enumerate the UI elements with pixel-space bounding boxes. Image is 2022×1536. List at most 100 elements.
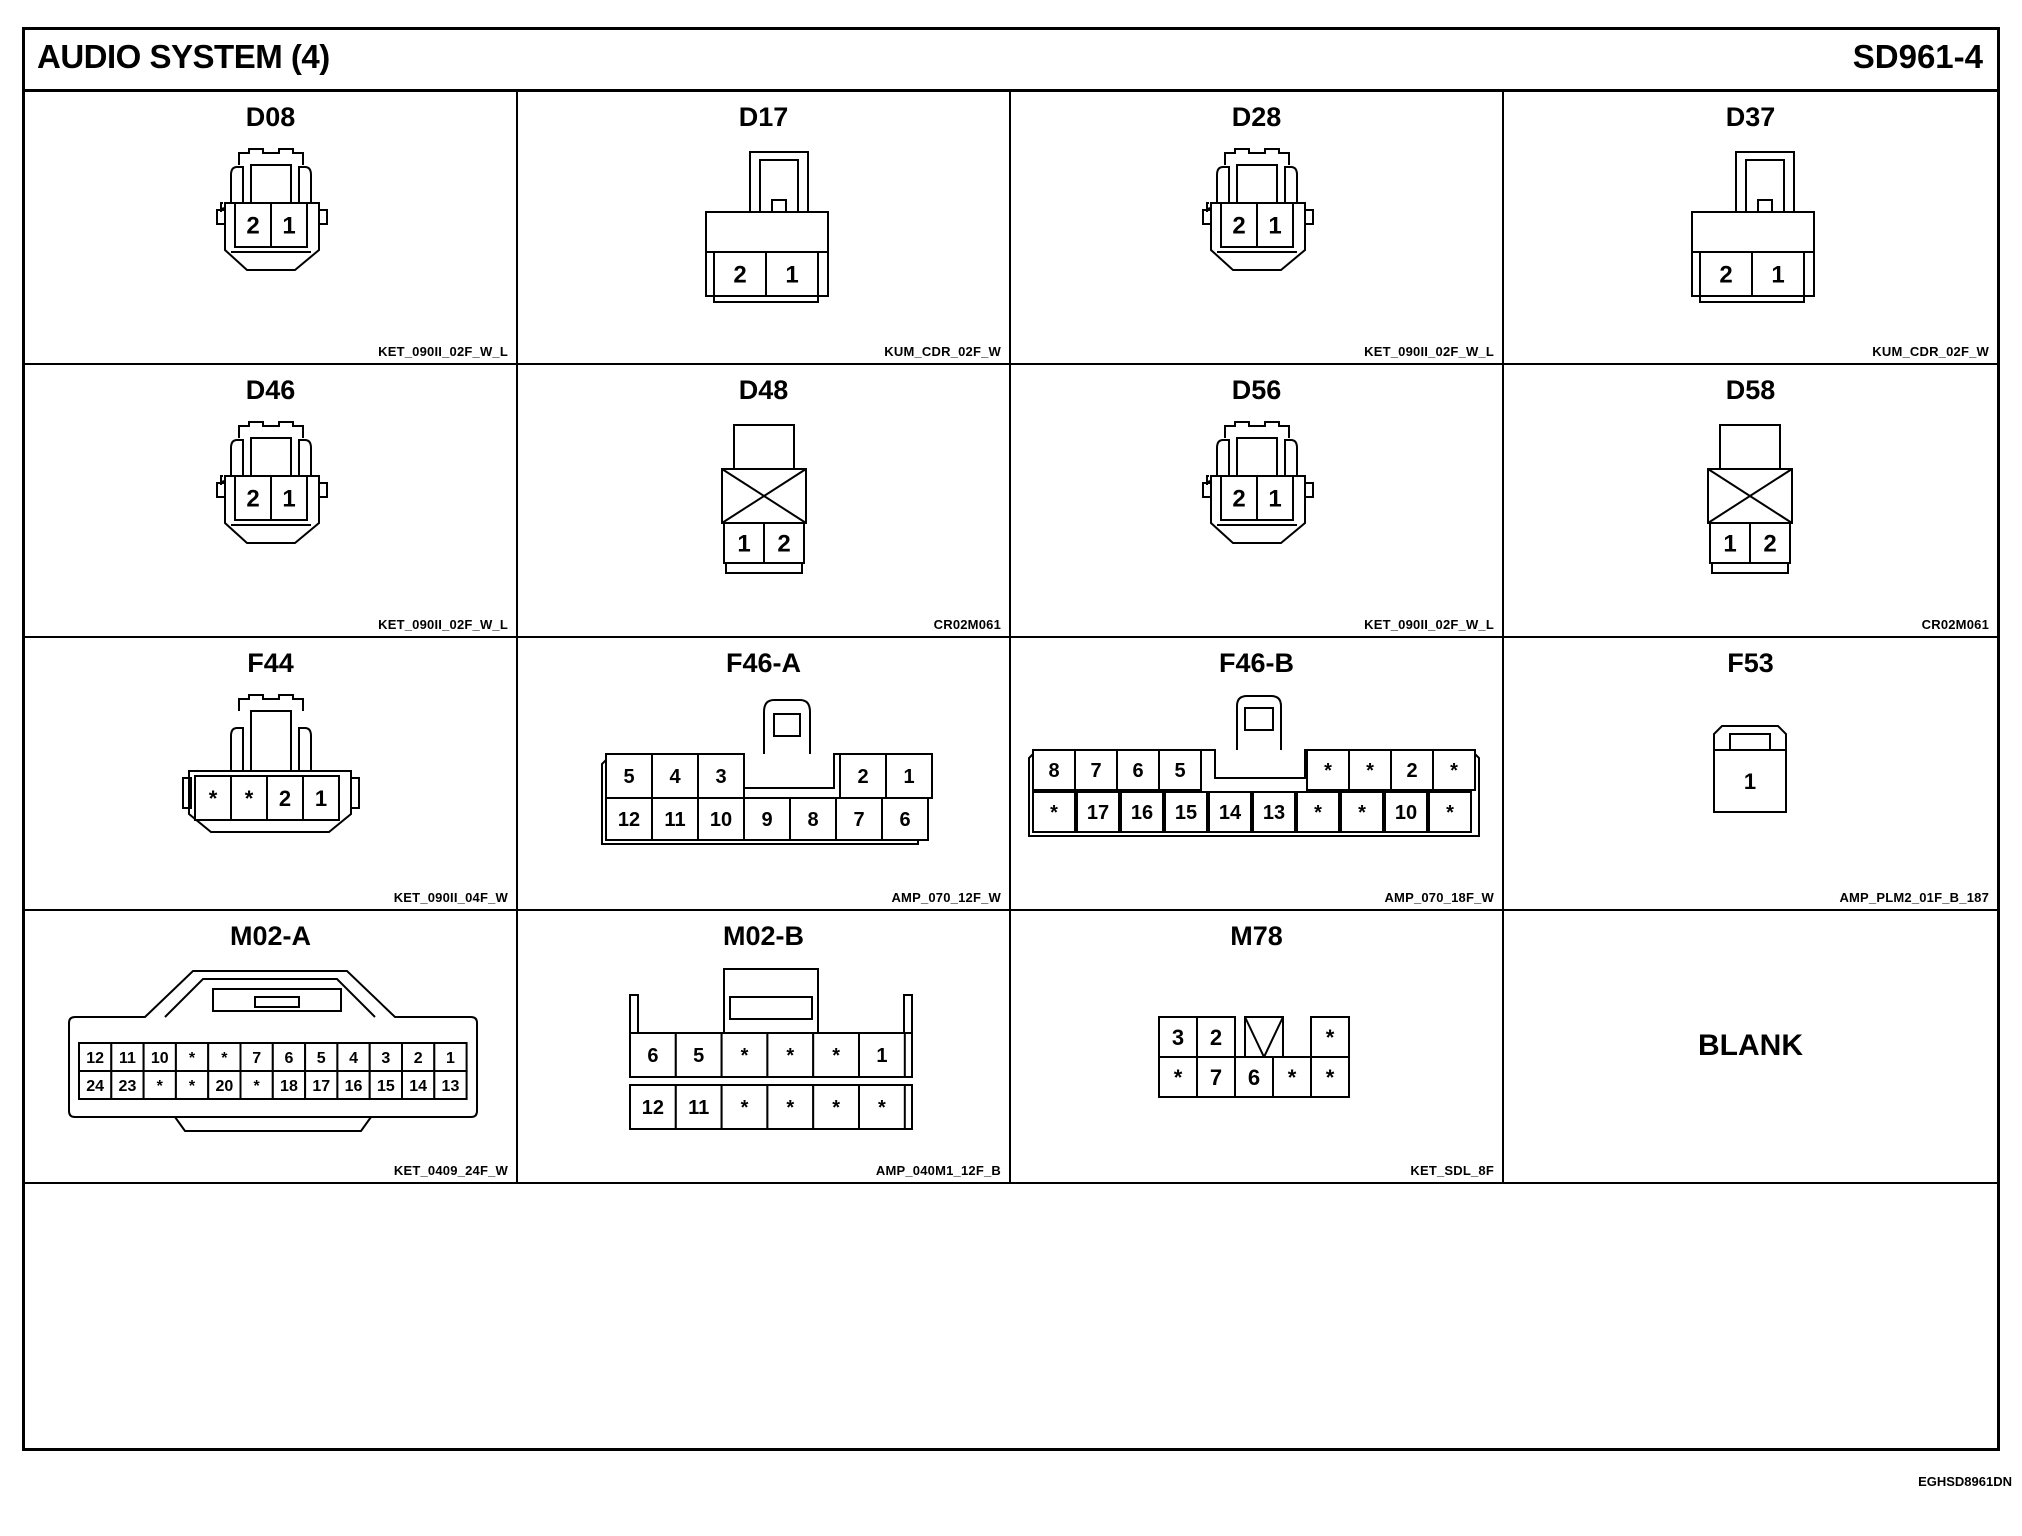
pin-label: 12	[618, 809, 640, 831]
pin-cell	[1306, 749, 1350, 791]
pin-cell	[605, 797, 653, 841]
pin-label: 2	[246, 486, 259, 513]
pin-cell	[1432, 749, 1476, 791]
pin-label: 2	[246, 213, 259, 240]
outline	[174, 1116, 372, 1132]
pin-label: *	[1366, 760, 1374, 782]
pin-label: 20	[215, 1078, 233, 1095]
pin-cell	[1032, 791, 1076, 833]
pin-cell	[697, 797, 745, 841]
pin-cell	[1340, 791, 1384, 833]
pin-label: 7	[252, 1050, 261, 1067]
latch-icon	[250, 437, 292, 477]
pin-label: 24	[86, 1078, 104, 1095]
latch-icon	[1244, 707, 1274, 731]
pin-label: *	[786, 1097, 794, 1119]
connector-id: F44	[247, 648, 294, 678]
outline	[818, 252, 829, 297]
tab-icon	[318, 482, 328, 498]
outline	[705, 252, 714, 297]
pin-label: 5	[693, 1045, 704, 1067]
lock-arm-icon	[1284, 439, 1298, 476]
pin-label: *	[878, 1097, 886, 1119]
pin-label: 1	[785, 262, 798, 289]
pin-label: *	[209, 786, 218, 811]
pin-cell	[885, 753, 933, 799]
pin-cell	[1256, 202, 1294, 248]
diagram-code: EGHSD8961DN	[1918, 1474, 2012, 1489]
pin-label: *	[189, 1078, 196, 1095]
key-slot	[1244, 1016, 1284, 1058]
pin-label: 2	[1232, 213, 1245, 240]
pin-cell	[1196, 1056, 1236, 1098]
pin-label: 23	[119, 1078, 137, 1095]
latch-icon	[1224, 421, 1290, 438]
lock-arm-icon	[230, 166, 244, 203]
pin-label: 1	[315, 786, 327, 811]
latch-icon	[1729, 733, 1771, 751]
pin-label: 1	[1268, 486, 1281, 513]
pin-label: *	[741, 1045, 749, 1067]
pin-label: 8	[1048, 760, 1059, 782]
part-number: CR02M061	[933, 617, 1001, 632]
latch-icon	[723, 968, 819, 1036]
tab-icon	[182, 777, 192, 809]
pin-label: 13	[1263, 802, 1285, 824]
latch-icon	[254, 996, 300, 1008]
latch-icon	[1745, 159, 1785, 212]
pin-label: 1	[1723, 531, 1736, 558]
pin-label: *	[1288, 1065, 1297, 1090]
connector-id: D46	[245, 375, 296, 405]
pin-label: 2	[1763, 531, 1776, 558]
pin-label: *	[221, 1050, 228, 1067]
connector-body	[68, 970, 478, 1118]
lock-arm-icon	[230, 439, 244, 476]
pin-label: 1	[1771, 262, 1784, 289]
pin-cell	[1220, 475, 1258, 521]
blank-cell: BLANK	[1504, 911, 1997, 1184]
part-number: KET_SDL_8F	[1410, 1163, 1494, 1178]
pin-label: 5	[623, 766, 634, 788]
pin-cell	[629, 1084, 677, 1130]
pin-label: 5	[1174, 760, 1185, 782]
pin-cell	[1709, 522, 1751, 564]
pin-label: 3	[381, 1050, 390, 1067]
outline	[1699, 296, 1805, 303]
pin-label: 9	[761, 809, 772, 831]
latch-icon	[250, 164, 292, 204]
pin-label: *	[1174, 1065, 1183, 1090]
pin-label: 2	[1406, 760, 1417, 782]
pin-cell	[697, 753, 745, 799]
pin-cell	[78, 1070, 113, 1100]
tab-icon	[1304, 482, 1314, 498]
outline	[164, 978, 376, 1018]
latch-icon	[1236, 695, 1282, 750]
pin-label: 1	[1744, 769, 1756, 794]
latch-icon	[763, 699, 811, 754]
latch-icon	[729, 996, 813, 1020]
pin-label: 14	[409, 1078, 427, 1095]
pin-cell	[270, 202, 308, 248]
pin-cell	[651, 797, 699, 841]
pin-cell	[174, 1070, 210, 1100]
connector-id: M78	[1230, 921, 1283, 951]
latch-icon	[238, 148, 304, 165]
tab-icon	[318, 209, 328, 225]
latch-icon	[1719, 424, 1781, 470]
connector-id: D37	[1725, 102, 1776, 132]
pin-label: 1	[737, 531, 750, 558]
pin-label: 10	[1395, 802, 1417, 824]
pin-cell	[1074, 749, 1118, 791]
pin-label: 11	[119, 1050, 136, 1067]
